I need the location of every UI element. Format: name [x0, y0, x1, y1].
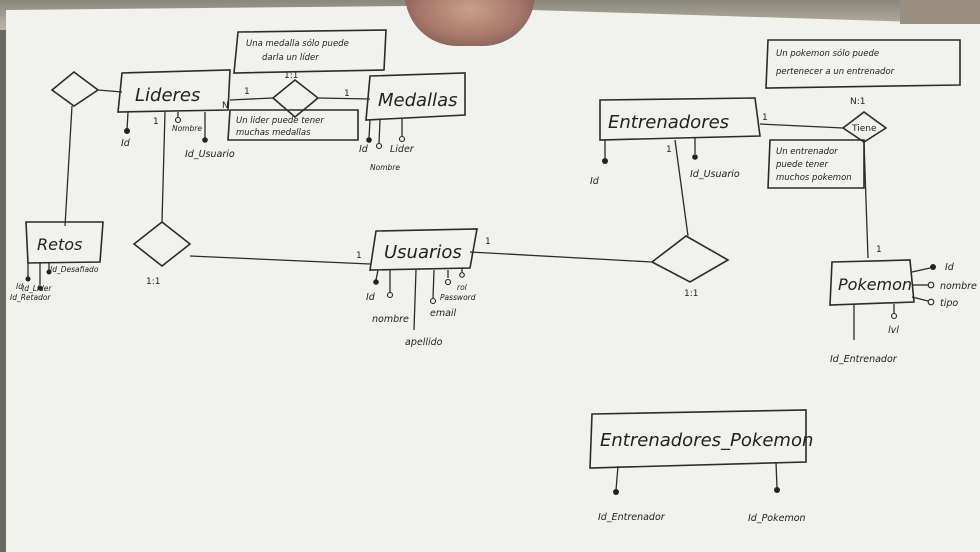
rel-usuarios-lideres: 1:1 — [132, 111, 371, 287]
rel-usuarios-entrenadores-card: 1:1 — [684, 289, 698, 299]
card-mark-1: 1 — [244, 87, 250, 97]
card-mark-8: 1 — [762, 113, 768, 123]
attr-retos-retador: Id_Retador — [10, 293, 51, 302]
svg-text:Un entrenador: Un entrenador — [776, 147, 838, 157]
attr-usuarios-email: email — [430, 308, 457, 319]
entity-usuarios: Usuarios — [369, 228, 478, 271]
entity-pokemon: Pokemon — [829, 259, 915, 306]
attr-pokemon-id-entrenador: Id_Entrenador — [830, 354, 898, 365]
attr-usuarios-password: Password — [440, 293, 476, 302]
attr-usuarios-rol: rol — [457, 283, 468, 292]
entity-medallas: Medallas — [365, 72, 466, 121]
card-mark-6: 1 — [485, 237, 491, 247]
attr-lideres-id: Id — [121, 138, 131, 149]
attr-medallas-id: Id — [359, 144, 369, 155]
note-entrenador: Un entrenador puede tener muchos pokemon — [767, 139, 865, 189]
background-corner — [900, 0, 980, 24]
card-mark-2: N — [222, 101, 229, 111]
attr-pokemon-lvl: lvl — [888, 325, 899, 336]
attr-usuarios-id: Id — [366, 292, 376, 303]
attr-usuarios-apellido: apellido — [405, 337, 443, 348]
svg-text:muchas medallas: muchas medallas — [236, 128, 311, 138]
entity-pokemon-label: Pokemon — [838, 275, 912, 294]
card-mark-9: 1 — [876, 245, 882, 255]
attr-pokemon-tipo: tipo — [940, 298, 958, 309]
card-mark-3: 1 — [344, 89, 350, 99]
attr-retos-lider: Id_Lider — [22, 284, 52, 293]
note-pokemon: Un pokemon sólo puede pertenecer a un en… — [765, 39, 961, 89]
attr-lideres-nombre: Nombre — [172, 124, 202, 133]
attr-medallas-lider: Lider — [390, 144, 415, 155]
attr-retos-desafiado: Id_Desafiado — [50, 265, 99, 274]
entity-entrenadores: Entrenadores — [599, 97, 761, 141]
card-mark-5: 1 — [356, 251, 362, 261]
entity-entrenadores-pokemon-label: Entrenadores_Pokemon — [600, 430, 813, 451]
rel-lideres-medallas-card: 1:1 — [284, 71, 298, 81]
note-medalla: Una medalla sólo puede darla un líder — [233, 29, 387, 74]
rel-usuarios-lideres-card: 1:1 — [146, 277, 160, 287]
entity-lideres-label: Lideres — [135, 85, 200, 106]
attr-usuarios-nombre: nombre — [372, 314, 409, 325]
rel-usuarios-entrenadores: 1:1 — [469, 139, 730, 299]
attr-entrenadores-id-usuario: Id_Usuario — [690, 169, 740, 180]
attr-ep-id-pokemon: Id_Pokemon — [748, 513, 806, 524]
card-mark-4: 1 — [153, 117, 159, 127]
note-lider: Un lider puede tener muchas medallas — [227, 109, 359, 141]
attr-pokemon-id: Id — [945, 262, 955, 273]
attr-retos-id: Id — [16, 282, 23, 291]
paper-sheet — [6, 6, 980, 552]
attr-pokemon-nombre: nombre — [940, 281, 977, 292]
entity-lideres: Lideres — [117, 69, 231, 113]
svg-text:puede tener: puede tener — [775, 160, 829, 170]
attr-entrenadores-id: Id — [590, 176, 600, 187]
entity-usuarios-label: Usuarios — [384, 242, 462, 263]
rel-entrenadores-pokemon-card: N:1 — [850, 97, 866, 107]
entity-retos: Retos — [25, 221, 104, 264]
svg-text:Un lider puede tener: Un lider puede tener — [236, 116, 324, 126]
entity-entrenadores-label: Entrenadores — [608, 112, 729, 133]
entity-retos-label: Retos — [37, 235, 82, 254]
entity-medallas-label: Medallas — [378, 90, 457, 111]
entity-entrenadores-pokemon: Entrenadores_Pokemon — [589, 409, 813, 469]
svg-text:darla un líder: darla un líder — [262, 53, 319, 63]
rel-tiene-label: Tiene — [851, 124, 877, 134]
svg-text:Un pokemon sólo puede: Un pokemon sólo puede — [776, 48, 879, 59]
svg-text:pertenecer a un entrenador: pertenecer a un entrenador — [775, 67, 895, 77]
svg-text:Una medalla sólo puede: Una medalla sólo puede — [246, 38, 349, 49]
attr-medallas-nombre: Nombre — [370, 163, 400, 172]
svg-text:muchos pokemon: muchos pokemon — [776, 173, 852, 183]
rel-lideres-retos — [50, 70, 123, 227]
attr-ep-id-entrenador: Id_Entrenador — [598, 512, 666, 523]
card-mark-7: 1 — [666, 145, 672, 155]
attr-lideres-id-usuario: Id_Usuario — [185, 149, 235, 160]
